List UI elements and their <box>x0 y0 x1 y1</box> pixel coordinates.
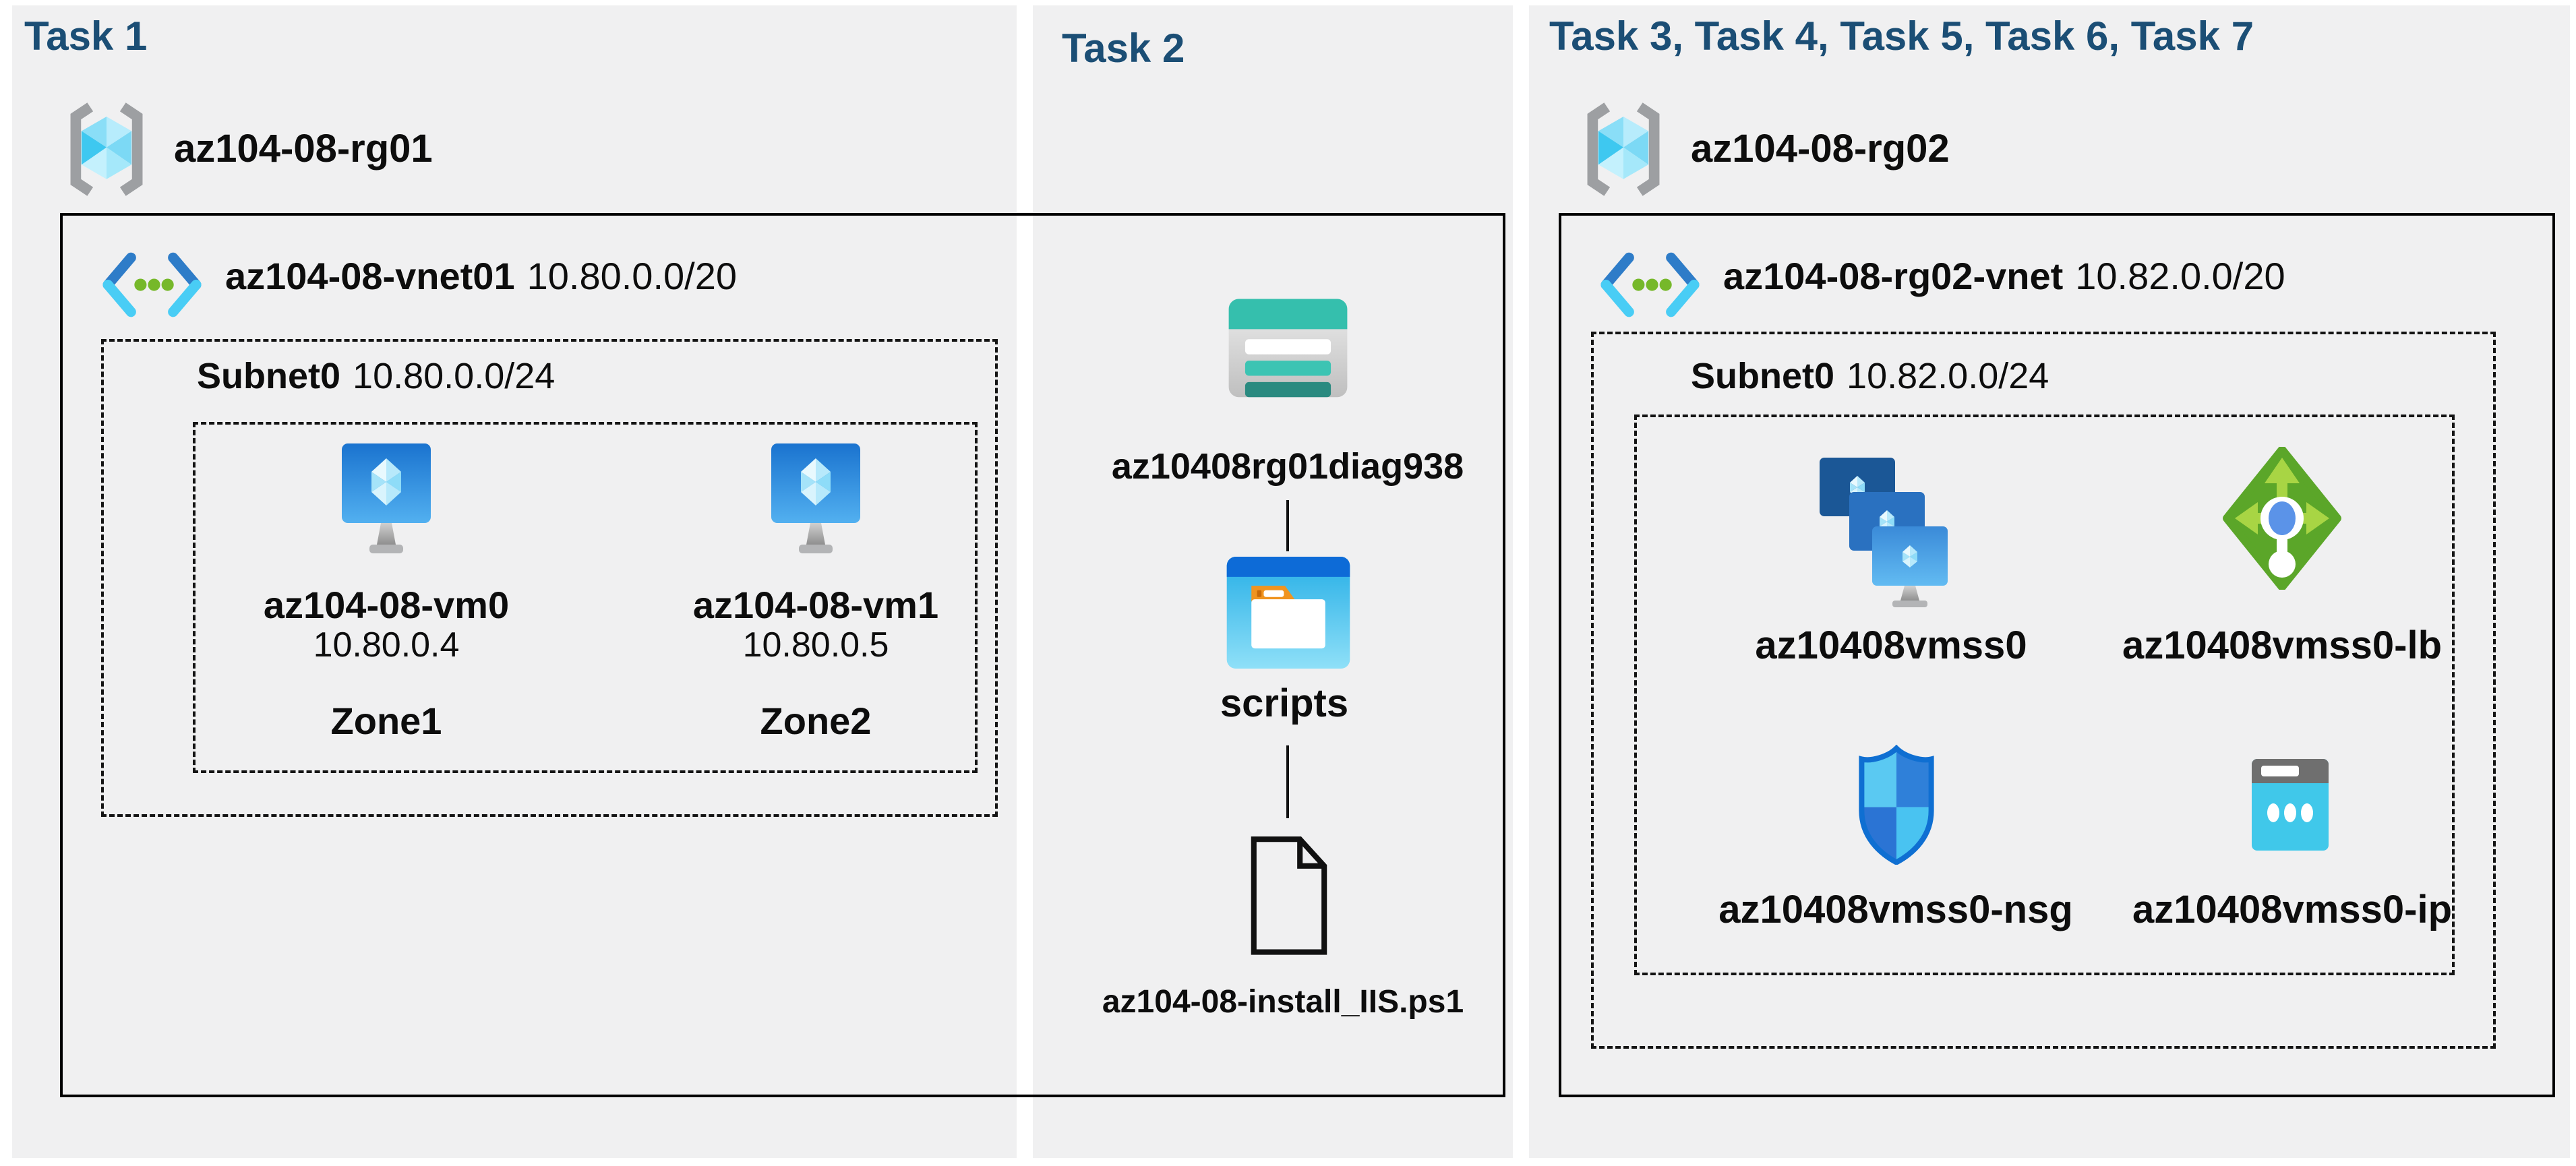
vmss-icon <box>1820 458 1948 607</box>
vnet2-box <box>1559 213 2555 1097</box>
resource-group-icon <box>70 102 143 196</box>
zones-box <box>193 422 978 773</box>
vnet1-label: az104-08-vnet01 10.80.0.0/20 <box>225 257 737 295</box>
load-balancer-icon <box>2223 447 2341 590</box>
storage-account-label: az10408rg01diag938 <box>1111 446 1464 487</box>
panel-task1 <box>12 5 1017 1158</box>
subnet2-box <box>1591 332 2496 1049</box>
vnet2-name: az104-08-rg02-vnet <box>1723 255 2064 297</box>
task1-title: Task 1 <box>24 13 148 59</box>
file-icon <box>1251 836 1327 955</box>
subnet1-name: Subnet0 <box>197 356 341 396</box>
connector-scripts-file <box>1286 745 1289 818</box>
subnet2-cidr: 10.82.0.0/24 <box>1847 356 2049 396</box>
public-ip-label: az10408vmss0-ip <box>2132 888 2452 931</box>
resource-group-icon <box>1587 102 1660 196</box>
nsg-shield-icon <box>1859 745 1934 865</box>
vm1-name: az104-08-vm1 <box>692 584 939 626</box>
vnet1-name: az104-08-vnet01 <box>225 255 515 297</box>
resources-box <box>1634 415 2455 975</box>
subnet1-cidr: 10.80.0.0/24 <box>353 356 556 396</box>
vmss-label: az10408vmss0 <box>1755 623 2027 667</box>
vnet2-label: az104-08-rg02-vnet 10.82.0.0/20 <box>1723 257 2285 295</box>
install-script-label: az104-08-install_IIS.ps1 <box>1102 984 1464 1020</box>
virtual-network-icon <box>1600 252 1700 317</box>
scripts-folder-label: scripts <box>1220 681 1349 725</box>
public-ip-icon <box>2252 759 2329 851</box>
task3-title: Task 3, Task 4, Task 5, Task 6, Task 7 <box>1549 13 2254 59</box>
vm0-name: az104-08-vm0 <box>263 584 510 626</box>
vm1-ip: 10.80.0.5 <box>742 625 889 665</box>
subnet1-label: Subnet0 10.80.0.0/24 <box>197 358 555 394</box>
vm-icon <box>342 443 431 553</box>
subnet2-name: Subnet0 <box>1691 356 1835 396</box>
connector-storage-scripts <box>1286 500 1289 551</box>
load-balancer-label: az10408vmss0-lb <box>2122 623 2442 667</box>
subnet1-box <box>101 339 998 817</box>
vnet2-cidr: 10.82.0.0/20 <box>2075 255 2285 297</box>
subnet2-label: Subnet0 10.82.0.0/24 <box>1691 358 2049 394</box>
vm0-zone: Zone1 <box>330 700 442 742</box>
rg2-label: az104-08-rg02 <box>1691 127 1950 171</box>
storage-account-icon <box>1228 299 1348 398</box>
vnet1-box <box>60 213 1505 1097</box>
rg1-label: az104-08-rg01 <box>174 127 433 171</box>
folder-icon <box>1226 557 1350 669</box>
nsg-label: az10408vmss0-nsg <box>1718 888 2073 931</box>
vm0-ip: 10.80.0.4 <box>313 625 460 665</box>
vnet1-cidr: 10.80.0.0/20 <box>527 255 737 297</box>
vm-icon <box>771 443 860 553</box>
panel-task3-7 <box>1529 5 2570 1158</box>
vm1-zone: Zone2 <box>760 700 872 742</box>
virtual-network-icon <box>102 252 202 317</box>
task2-title: Task 2 <box>1062 26 1185 71</box>
